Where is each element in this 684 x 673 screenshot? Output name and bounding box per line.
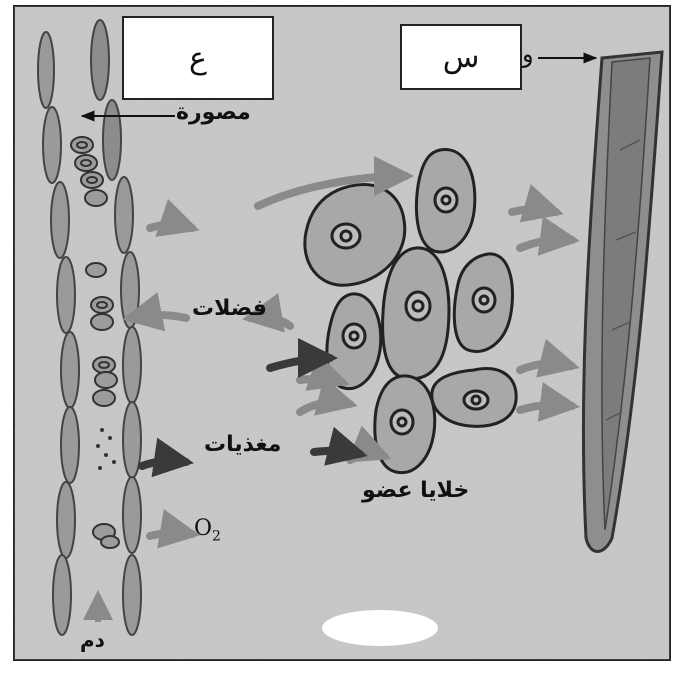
label-mughadhiyat: مغذيات: [204, 432, 281, 457]
label-khalaya: خلايا عضو: [362, 478, 469, 503]
label-o2-main: O: [194, 516, 212, 541]
box-left: ع: [122, 16, 274, 100]
box-left-label: ع: [189, 41, 207, 76]
box-right: س: [400, 24, 522, 90]
label-o2-sub: 2: [212, 528, 221, 544]
label-dam: دم: [80, 628, 105, 652]
label-o2: O2: [194, 516, 221, 544]
label-waw: و: [522, 40, 534, 68]
label-fadalat: فضلات: [192, 296, 267, 321]
erased-patch: [322, 610, 438, 646]
label-masura: مصورة: [176, 100, 251, 125]
box-right-label: س: [443, 40, 480, 75]
